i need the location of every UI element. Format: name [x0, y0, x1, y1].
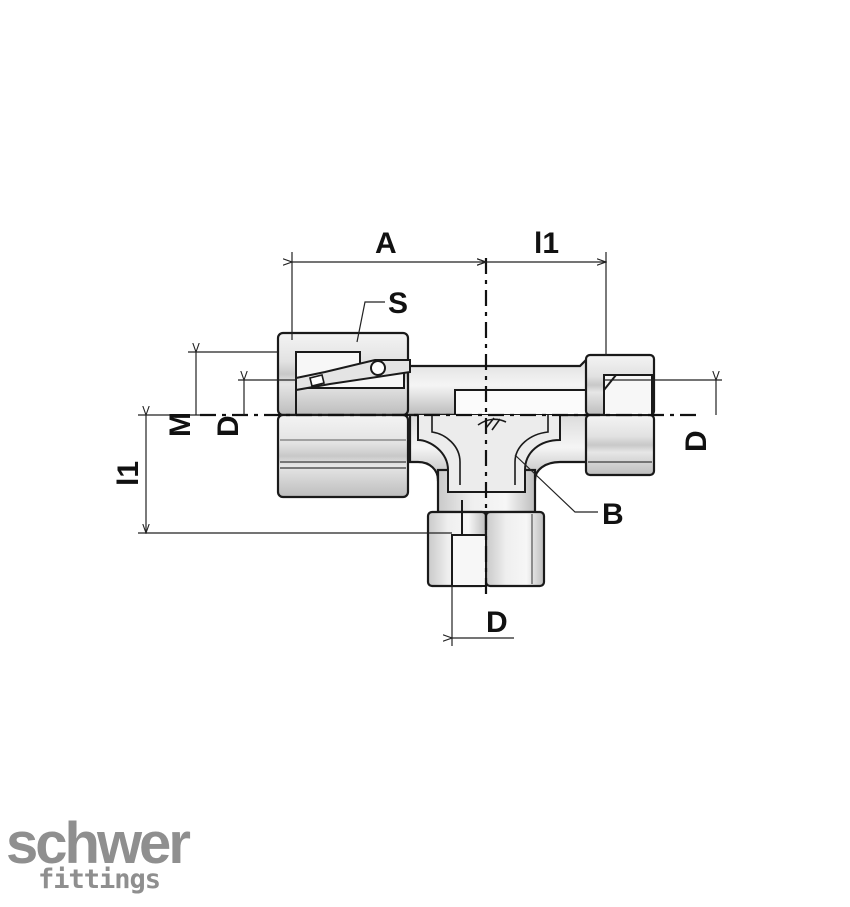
run-bore	[454, 389, 605, 416]
label-D-right: D	[680, 430, 713, 452]
ring-lip	[309, 374, 325, 387]
label-A: A	[375, 227, 397, 260]
label-l1-top: l1	[534, 227, 559, 260]
o-ring	[370, 360, 386, 376]
brand-logo: schwer	[6, 811, 191, 876]
leader-B	[514, 454, 598, 513]
label-S: S	[388, 287, 408, 320]
nut-lower	[276, 413, 410, 499]
bottom-hex	[426, 500, 546, 588]
tee-cavity-inner	[431, 415, 549, 485]
label-D-bottom: D	[486, 606, 508, 639]
right-cone	[603, 374, 617, 391]
label-D-left: D	[212, 415, 245, 437]
right-hex-lower	[584, 413, 656, 477]
label-B: B	[602, 498, 624, 531]
label-M: M	[164, 412, 197, 437]
leader-S	[356, 301, 385, 343]
label-l1-left: l1	[112, 461, 145, 486]
thread-mark	[477, 417, 507, 431]
bottom-hex-right	[484, 510, 546, 588]
brand-logo-subtitle: fittings	[38, 864, 161, 895]
bottom-bore	[451, 534, 487, 587]
